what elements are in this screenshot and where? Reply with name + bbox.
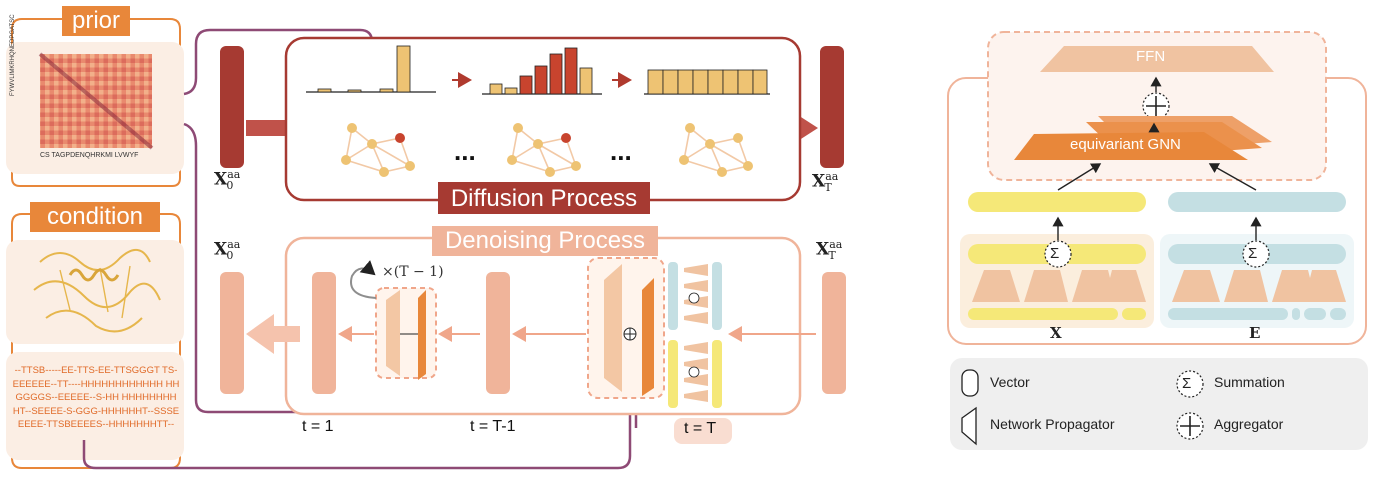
mini-stack-teal <box>668 262 722 330</box>
prior-peak-bar <box>396 45 411 93</box>
denoising-output-arrow <box>246 314 300 354</box>
ffn-label: FFN <box>1136 48 1166 65</box>
diffusion-block <box>220 36 844 214</box>
legend-summation-symbol: Σ <box>1182 375 1192 392</box>
repeat-module <box>375 287 437 379</box>
x0-label-top: Xaa0 <box>214 168 241 193</box>
matrix-y-ticks: FYWVLIMKRHQNEDPGATSC <box>10 14 16 96</box>
x0-vector-bottom <box>220 272 244 394</box>
xT-vector-bottom <box>822 272 846 394</box>
x-embedding-vector <box>968 192 1146 212</box>
architecture-panel <box>947 31 1367 345</box>
prior-panel <box>6 18 184 187</box>
xT-vector-top <box>820 46 844 168</box>
network-propagator-legend-icon <box>961 406 977 446</box>
timestep-T-label: t = T <box>684 420 717 437</box>
diffusion-process-title: Diffusion Process <box>450 185 638 212</box>
matrix-diagonal <box>38 52 154 150</box>
condition-panel <box>6 213 184 469</box>
timestep-T-1-label: t = T-1 <box>470 418 516 435</box>
denoising-block <box>220 226 846 444</box>
gnn-label: equivariant GNN <box>1070 136 1181 153</box>
x-node-label: X <box>1050 324 1062 342</box>
x-summation-icon <box>1044 240 1072 268</box>
protein-structure-icon <box>33 249 161 333</box>
e-summation-symbol: Σ <box>1248 245 1258 262</box>
summation-legend-icon <box>1176 370 1204 398</box>
ellipsis-1: ... <box>454 136 476 166</box>
condition-tag: condition <box>30 202 160 232</box>
mini-stack-yellow <box>668 340 722 408</box>
legend-network-label: Network Propagator <box>990 416 1115 432</box>
x0-label-bottom: Xaa0 <box>214 238 241 263</box>
matrix-x-ticks: CS TAGPDENQHRKMI LVWYF <box>40 152 139 159</box>
timestep-1-label: t = 1 <box>302 418 334 435</box>
legend-aggregator-label: Aggregator <box>1214 416 1284 432</box>
ffn-block <box>1040 46 1274 72</box>
repeat-label: ×(T − 1) <box>382 264 444 280</box>
t1-vector <box>312 272 336 394</box>
legend-summation-label: Summation <box>1214 374 1285 390</box>
legend <box>950 358 1368 450</box>
ellipsis-2: ... <box>610 136 632 166</box>
x-summation-symbol: Σ <box>1050 245 1060 262</box>
secondary-structure-sequence: --TTSB-----EE-TTS-EE-TTSGGGT TS-EEEEEE--… <box>12 365 180 430</box>
gnn-block <box>1014 132 1248 160</box>
loop-arrow <box>350 260 377 299</box>
vector-legend-icon <box>961 369 979 397</box>
prior-tag: prior <box>62 6 130 36</box>
xT-label-bottom: XaaT <box>816 238 843 263</box>
e-embedding-vector <box>1168 192 1346 212</box>
denoising-process-title: Denoising Process <box>444 227 646 254</box>
tT1-vector <box>486 272 510 394</box>
e-summation-icon <box>1242 240 1270 268</box>
legend-vector-label: Vector <box>990 374 1030 390</box>
xT-label-top: XaaT <box>812 170 839 195</box>
e-edge-label: E <box>1249 324 1261 342</box>
x0-vector-top <box>220 46 244 168</box>
denoising-frame <box>284 236 802 416</box>
